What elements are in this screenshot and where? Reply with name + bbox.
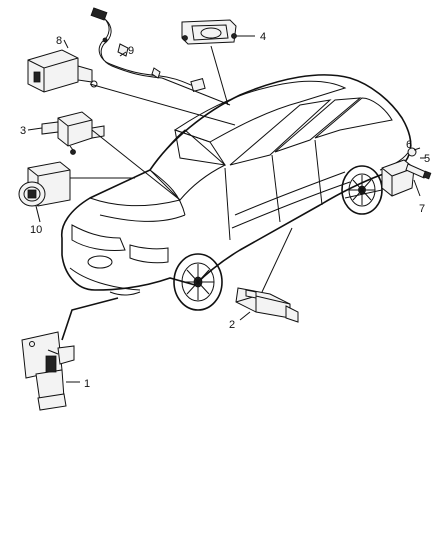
- part-1-switch: [21, 331, 75, 411]
- callout-9: 9: [128, 45, 134, 57]
- callout-2: 2: [229, 319, 235, 331]
- callout-4: 4: [260, 31, 266, 43]
- callout-6: 6: [406, 139, 412, 151]
- part-10-module: [18, 161, 71, 207]
- part-9-wiring-harness: [90, 7, 206, 92]
- part-8-sensor: [27, 49, 98, 93]
- part-2-impact-sensor: [235, 287, 299, 323]
- leader-lines: [27, 35, 426, 383]
- callout-1: 1: [84, 378, 90, 390]
- part-3-sensor: [41, 111, 105, 155]
- callout-5: 5: [424, 153, 430, 165]
- callout-8: 8: [56, 35, 62, 47]
- sedan-car-illustration: [61, 74, 412, 311]
- callout-10: 10: [30, 224, 42, 236]
- callout-7: 7: [419, 203, 425, 215]
- callout-3: 3: [20, 125, 26, 137]
- part-4-overhead-module: [181, 19, 237, 45]
- callout-labels: 1 2 3 4 5 6 7 8 9 10: [20, 31, 430, 390]
